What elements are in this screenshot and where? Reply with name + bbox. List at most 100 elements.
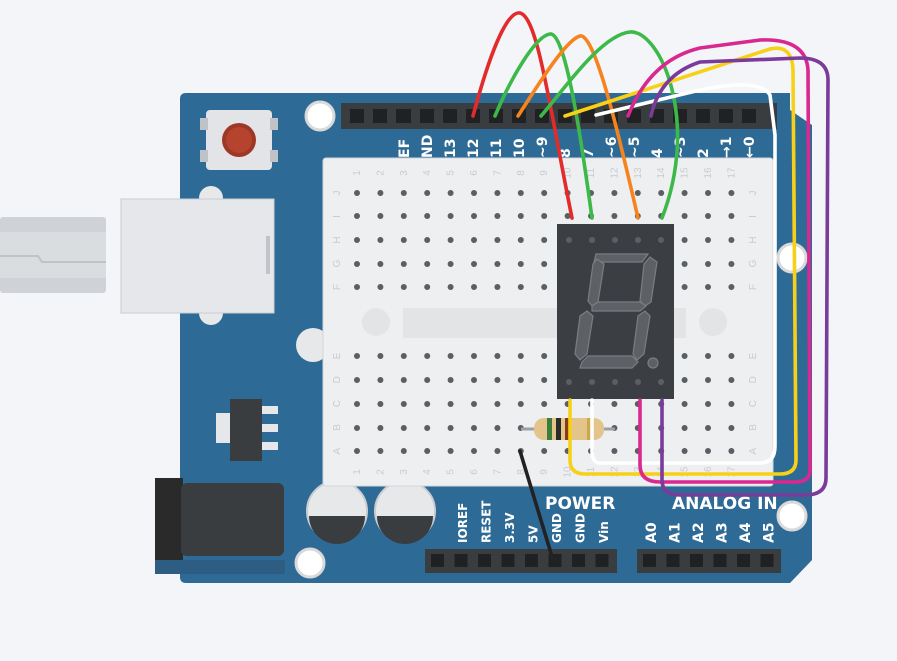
breadboard-hole[interactable]	[377, 261, 384, 267]
breadboard-hole[interactable]	[354, 237, 360, 243]
breadboard-hole[interactable]	[447, 377, 454, 383]
breadboard-hole[interactable]	[634, 190, 641, 196]
breadboard-hole[interactable]	[424, 377, 431, 383]
breadboard-hole[interactable]	[471, 284, 477, 290]
breadboard-hole[interactable]	[494, 448, 501, 454]
breadboard-hole[interactable]	[705, 353, 711, 359]
breadboard-hole[interactable]	[611, 190, 618, 196]
breadboard-hole[interactable]	[517, 377, 524, 383]
breadboard-hole[interactable]	[471, 237, 477, 243]
breadboard-hole[interactable]	[424, 353, 431, 359]
header-pin[interactable]	[760, 554, 774, 567]
breadboard-hole[interactable]	[541, 353, 548, 359]
header-pin[interactable]	[719, 109, 733, 123]
breadboard-hole[interactable]	[377, 377, 384, 383]
breadboard-hole[interactable]	[681, 190, 688, 196]
breadboard-hole[interactable]	[447, 190, 454, 196]
breadboard-hole[interactable]	[728, 425, 735, 431]
breadboard-hole[interactable]	[681, 284, 688, 290]
breadboard-hole[interactable]	[354, 448, 360, 454]
breadboard-hole[interactable]	[354, 261, 360, 267]
breadboard-hole[interactable]	[400, 261, 407, 267]
breadboard-hole[interactable]	[517, 284, 524, 290]
breadboard-hole[interactable]	[541, 401, 548, 407]
breadboard-hole[interactable]	[377, 401, 384, 407]
header-pin[interactable]	[666, 554, 680, 567]
breadboard-hole[interactable]	[447, 425, 454, 431]
breadboard-hole[interactable]	[447, 401, 454, 407]
digital-pin-header[interactable]	[341, 103, 777, 129]
breadboard-hole[interactable]	[424, 237, 431, 243]
resistor[interactable]	[521, 418, 615, 440]
header-pin[interactable]	[696, 109, 710, 123]
breadboard-hole[interactable]	[728, 448, 735, 454]
breadboard-hole[interactable]	[494, 261, 501, 267]
breadboard-hole[interactable]	[400, 213, 407, 219]
header-pin[interactable]	[431, 554, 444, 567]
breadboard-hole[interactable]	[354, 377, 360, 383]
breadboard-hole[interactable]	[424, 213, 431, 219]
breadboard-hole[interactable]	[611, 213, 618, 219]
breadboard-hole[interactable]	[705, 190, 711, 196]
breadboard-hole[interactable]	[541, 190, 548, 196]
usb-cable[interactable]	[0, 217, 106, 293]
breadboard-hole[interactable]	[377, 284, 384, 290]
breadboard-hole[interactable]	[424, 448, 431, 454]
breadboard-hole[interactable]	[517, 261, 524, 267]
breadboard-hole[interactable]	[494, 353, 501, 359]
breadboard-hole[interactable]	[447, 448, 454, 454]
breadboard-hole[interactable]	[400, 284, 407, 290]
breadboard-hole[interactable]	[541, 261, 548, 267]
header-pin[interactable]	[478, 554, 491, 567]
breadboard-hole[interactable]	[681, 353, 688, 359]
breadboard-hole[interactable]	[447, 353, 454, 359]
breadboard-hole[interactable]	[354, 284, 360, 290]
breadboard-hole[interactable]	[517, 401, 524, 407]
breadboard-hole[interactable]	[541, 237, 548, 243]
breadboard-hole[interactable]	[681, 237, 688, 243]
breadboard-hole[interactable]	[517, 190, 524, 196]
breadboard-hole[interactable]	[517, 213, 524, 219]
breadboard-hole[interactable]	[541, 213, 548, 219]
breadboard-hole[interactable]	[424, 261, 431, 267]
breadboard-hole[interactable]	[494, 284, 501, 290]
header-pin[interactable]	[690, 554, 703, 567]
header-pin[interactable]	[501, 554, 515, 567]
breadboard-hole[interactable]	[400, 190, 407, 196]
breadboard-hole[interactable]	[728, 353, 735, 359]
breadboard-hole[interactable]	[447, 284, 454, 290]
analog-pin-header[interactable]	[637, 549, 781, 573]
breadboard-hole[interactable]	[705, 237, 711, 243]
header-pin[interactable]	[373, 109, 387, 123]
breadboard-hole[interactable]	[471, 353, 477, 359]
breadboard-hole[interactable]	[471, 448, 477, 454]
breadboard-hole[interactable]	[728, 237, 735, 243]
breadboard-hole[interactable]	[681, 213, 688, 219]
breadboard-hole[interactable]	[354, 213, 360, 219]
breadboard-hole[interactable]	[400, 237, 407, 243]
wires[interactable]	[471, 11, 830, 562]
header-pin[interactable]	[595, 554, 609, 567]
breadboard-hole[interactable]	[705, 425, 711, 431]
breadboard-hole[interactable]	[705, 448, 711, 454]
breadboard-hole[interactable]	[377, 190, 384, 196]
breadboard-hole[interactable]	[377, 213, 384, 219]
breadboard-hole[interactable]	[400, 353, 407, 359]
breadboard-hole[interactable]	[611, 448, 618, 454]
breadboard-hole[interactable]	[494, 237, 501, 243]
header-pin[interactable]	[525, 554, 538, 567]
breadboard-hole[interactable]	[658, 190, 665, 196]
breadboard-hole[interactable]	[517, 353, 524, 359]
power-pin-header[interactable]	[425, 549, 617, 573]
breadboard-hole[interactable]	[541, 284, 548, 290]
header-pin[interactable]	[737, 554, 750, 567]
header-pin[interactable]	[396, 109, 410, 123]
breadboard-hole[interactable]	[471, 425, 477, 431]
breadboard-hole[interactable]	[424, 190, 431, 196]
breadboard-hole[interactable]	[494, 377, 501, 383]
breadboard-hole[interactable]	[471, 261, 477, 267]
breadboard-hole[interactable]	[471, 401, 477, 407]
breadboard-hole[interactable]	[728, 284, 735, 290]
breadboard-hole[interactable]	[705, 261, 711, 267]
